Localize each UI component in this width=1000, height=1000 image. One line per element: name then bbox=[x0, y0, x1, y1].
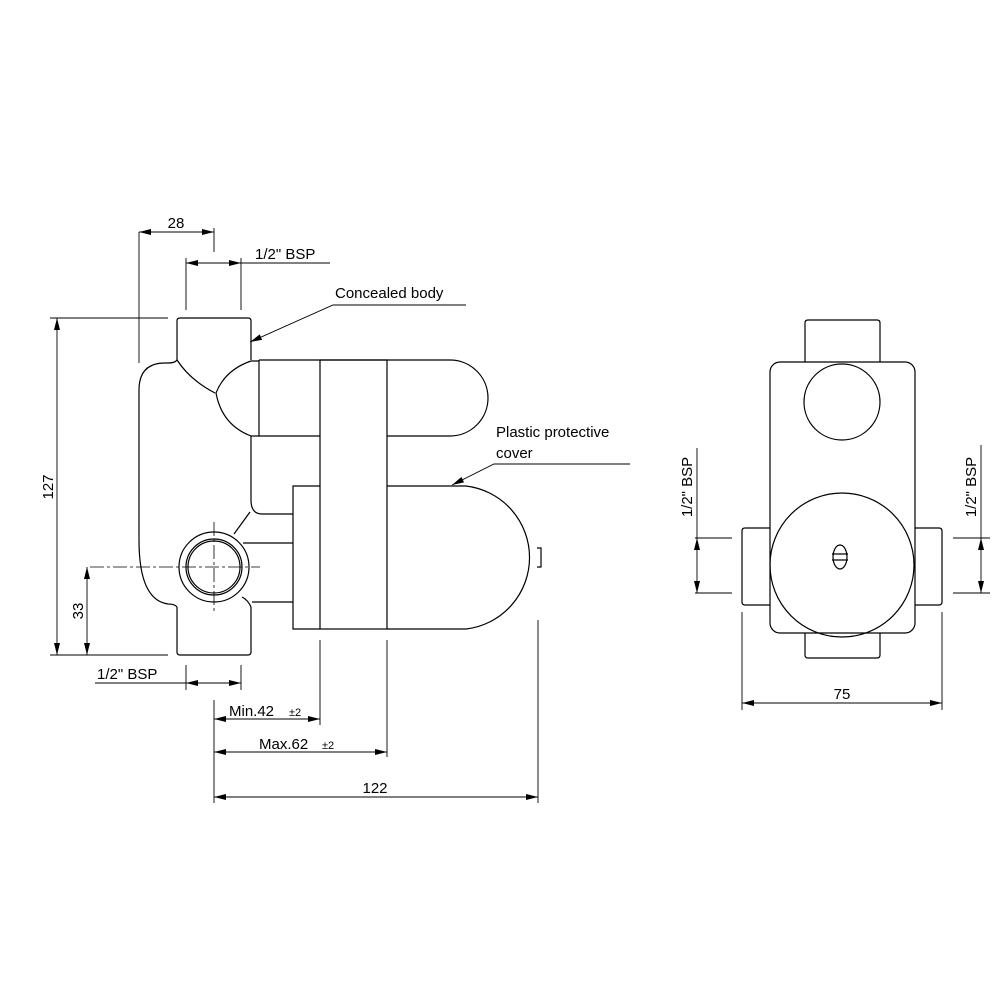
dim-max-62: Max.62 ±2 bbox=[214, 640, 388, 757]
top-pipe bbox=[804, 319, 881, 362]
dim-min-tol: ±2 bbox=[289, 707, 301, 719]
dim-max-tol: ±2 bbox=[322, 740, 334, 752]
callout-concealed-body: Concealed body bbox=[249, 285, 466, 343]
concealed-body-outline bbox=[90, 317, 293, 656]
dim-75: 75 bbox=[741, 612, 943, 710]
dim-33-label: 33 bbox=[70, 603, 87, 620]
concealed-body-label: Concealed body bbox=[335, 285, 444, 302]
dim-75-label: 75 bbox=[834, 686, 851, 703]
plastic-cover-label-1: Plastic protective bbox=[496, 424, 609, 441]
callout-plastic-cover: Plastic protective cover bbox=[451, 424, 630, 486]
bottom-pipe bbox=[804, 633, 881, 659]
slot-screw-icon bbox=[832, 544, 848, 570]
dim-min-label: Min.42 bbox=[229, 703, 274, 720]
thread-left-label: 1/2" BSP bbox=[679, 457, 696, 517]
dim-thread-top: 1/2" BSP bbox=[185, 246, 330, 310]
dim-28: 28 bbox=[138, 215, 215, 363]
left-pipe bbox=[741, 527, 770, 606]
cover-disc bbox=[769, 492, 915, 638]
front-view: 1/2" BSP 1/2" BSP 75 bbox=[679, 319, 990, 710]
dim-thread-right: 1/2" BSP bbox=[953, 445, 990, 594]
dim-122-label: 122 bbox=[362, 780, 387, 797]
dim-thread-left: 1/2" BSP bbox=[679, 448, 732, 594]
dim-33: 33 bbox=[70, 567, 90, 655]
side-view: 28 1/2" BSP Concealed body Plastic prote… bbox=[40, 215, 630, 803]
body bbox=[769, 361, 916, 634]
right-pipe bbox=[915, 527, 943, 606]
dim-max-label: Max.62 bbox=[259, 736, 308, 753]
thread-bottom-label: 1/2" BSP bbox=[97, 666, 157, 683]
dim-min-42: Min.42 ±2 bbox=[213, 640, 321, 803]
thread-top-label: 1/2" BSP bbox=[255, 246, 315, 263]
cartridge-and-cover bbox=[258, 359, 542, 630]
dim-127-label: 127 bbox=[40, 474, 57, 499]
dim-28-label: 28 bbox=[168, 215, 185, 232]
dim-122: 122 bbox=[214, 620, 539, 803]
cover-nub bbox=[537, 547, 542, 568]
top-cap bbox=[803, 363, 881, 441]
dim-thread-bottom: 1/2" BSP bbox=[95, 665, 242, 690]
plastic-cover-label-2: cover bbox=[496, 445, 533, 462]
dim-127: 127 bbox=[40, 317, 168, 656]
thread-right-label: 1/2" BSP bbox=[963, 457, 980, 517]
